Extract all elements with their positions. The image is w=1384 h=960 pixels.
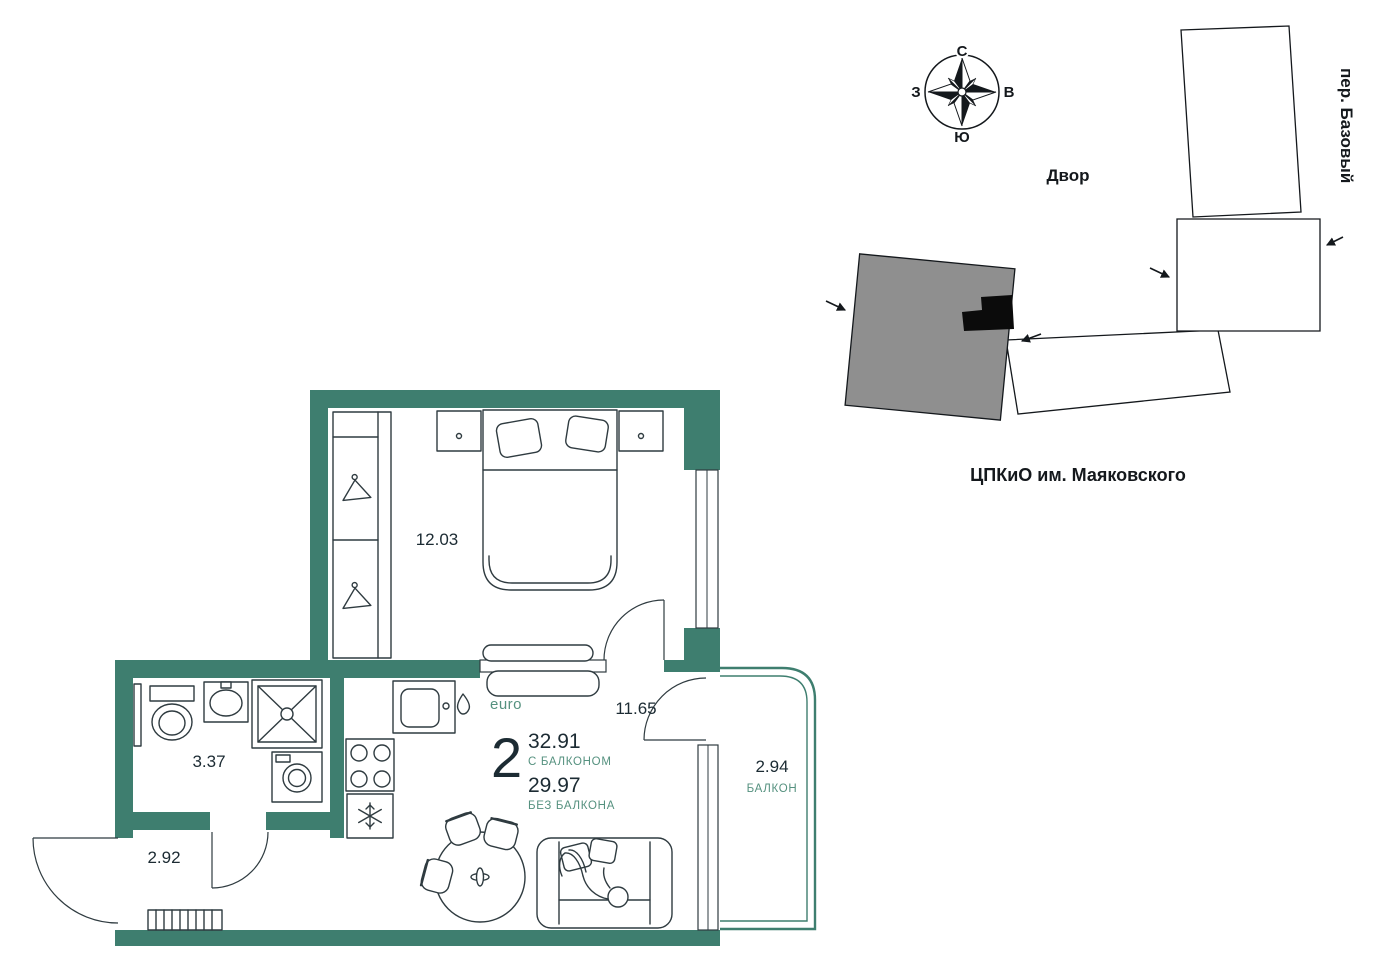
with-balcony-label: С БАЛКОНОМ — [528, 756, 612, 768]
washing-machine — [271, 751, 323, 803]
wardrobe — [332, 411, 392, 659]
street-label: пер. Базовый — [1337, 68, 1356, 183]
stove — [345, 738, 395, 792]
entrance-arrow-icon — [1325, 236, 1344, 246]
person-on-sofa — [558, 849, 629, 908]
park-label: ЦПКиО им. Маяковского — [970, 465, 1186, 485]
balcony-area-label: 2.94 — [755, 757, 788, 776]
compass-east-label: В — [1004, 84, 1015, 101]
without-balcony-label: БЕЗ БАЛКОНА — [528, 800, 615, 812]
building-north — [1180, 25, 1302, 218]
nightstand-right — [618, 410, 664, 452]
entrance-grate — [147, 909, 223, 931]
bath-sink — [203, 681, 249, 723]
balcony-door — [643, 677, 707, 741]
walls — [115, 390, 720, 946]
pillow — [565, 415, 609, 453]
type-label: euro — [490, 696, 522, 713]
entrance-arrow-icon — [825, 300, 847, 311]
balcony-outline — [720, 666, 817, 931]
towel-rail — [133, 683, 142, 747]
nightstand-left — [436, 410, 482, 452]
cushion — [588, 838, 618, 864]
compass-west-label: З — [911, 84, 920, 101]
compass-south-label: Ю — [954, 129, 969, 146]
snowflake-icon — [358, 802, 382, 830]
rooms-count: 2 — [491, 726, 522, 789]
kitchen-sink — [392, 680, 456, 734]
building-current — [844, 253, 1016, 421]
apartment-summary: euro 2 32.91 С БАЛКОНОМ 29.97 БЕЗ БАЛКОН… — [490, 696, 615, 812]
entrance-arrow-icon — [1149, 267, 1171, 278]
entrance-arrow-icon — [1020, 333, 1042, 343]
tv-console — [482, 644, 600, 697]
bathroom-area-label: 3.37 — [192, 752, 225, 771]
compass-rose-icon — [924, 54, 1000, 130]
toilet — [149, 685, 195, 741]
bedroom-window — [695, 469, 719, 629]
pillow — [495, 418, 543, 458]
water-drop-icon — [456, 693, 471, 715]
area-without-balcony: 29.97 — [528, 774, 581, 797]
site-plan: С В Ю З Двор пер. Базовый ЦПКиО им. Маяк… — [825, 25, 1356, 485]
partition-wall — [479, 659, 607, 673]
bed — [482, 409, 618, 591]
fridge — [346, 793, 394, 839]
building-mid — [1176, 218, 1321, 332]
courtyard-label: Двор — [1046, 166, 1089, 185]
area-with-balcony: 32.91 — [528, 730, 581, 753]
balcony-label: БАЛКОН — [747, 783, 798, 795]
apartment-marker — [962, 295, 1014, 331]
hall-area-label: 11.65 — [615, 699, 656, 718]
sofa — [536, 837, 673, 929]
corridor-area-label: 2.92 — [147, 848, 180, 867]
building-wing — [1005, 329, 1231, 415]
bedroom-door — [603, 599, 665, 661]
living-window — [697, 744, 719, 931]
entrance-door — [32, 837, 119, 924]
bathroom-door — [211, 831, 269, 889]
compass-north-label: С — [957, 43, 968, 60]
bedroom-area-label: 12.03 — [416, 530, 459, 549]
shower — [251, 679, 323, 749]
floor-plan: 12.03 11.65 3.37 2.92 2.94 БАЛКОН euro 2… — [32, 390, 817, 946]
